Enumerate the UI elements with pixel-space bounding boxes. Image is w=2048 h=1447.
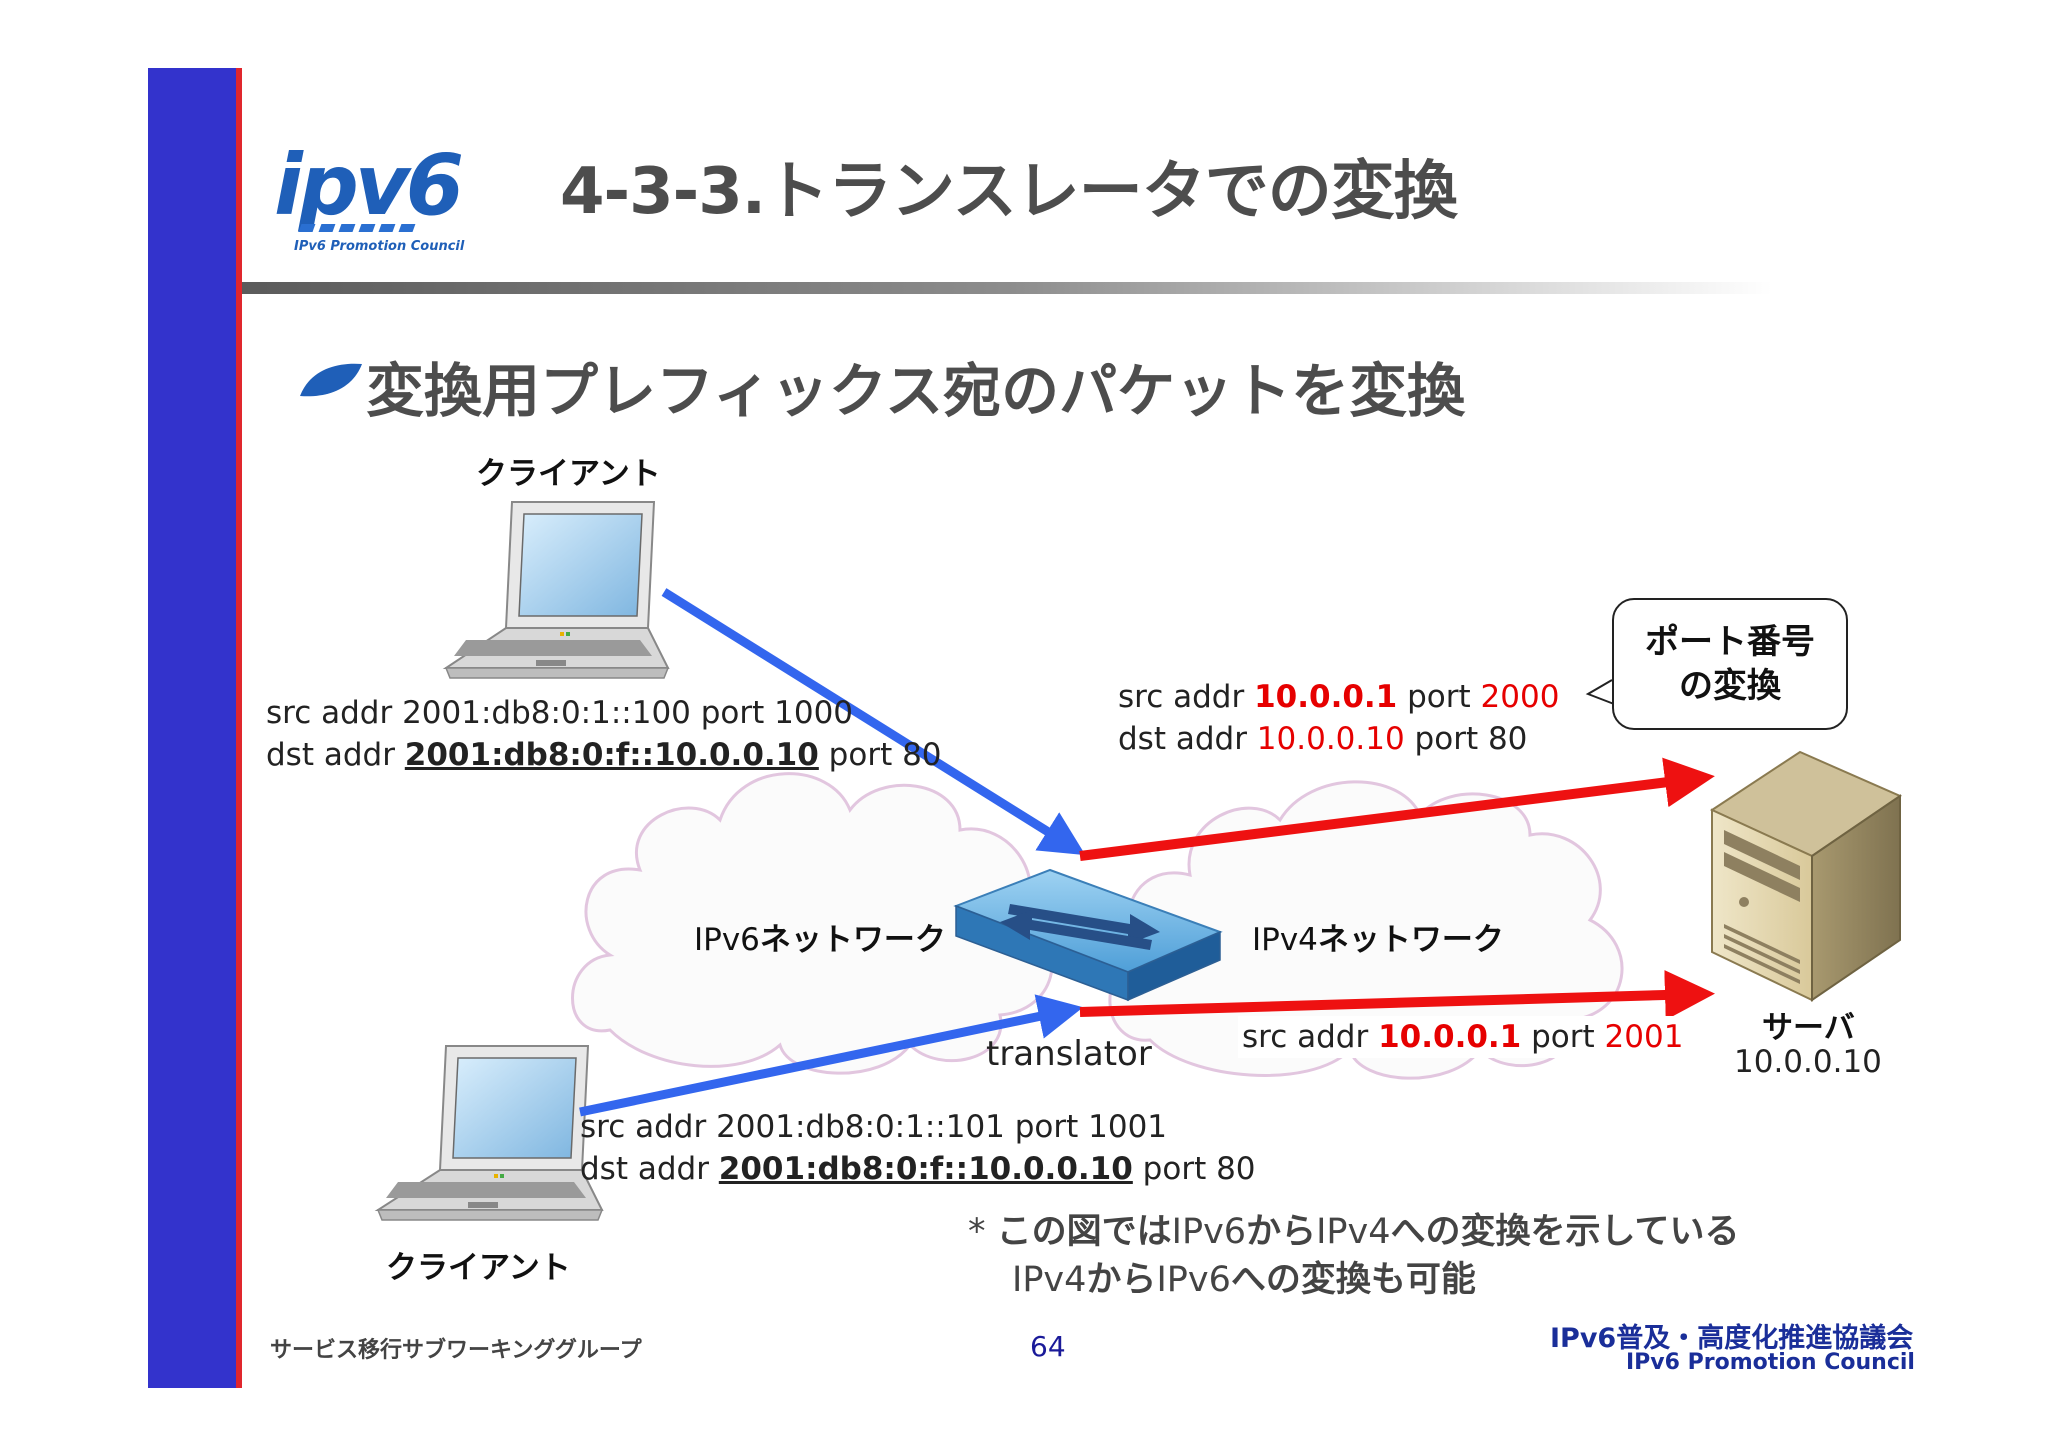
footer-org-japanese: IPv6普及・高度化推進協議会 [1550,1323,1914,1354]
note-fragment: IPv4 [1316,1212,1391,1252]
port-conversion-callout-text: ポート番号 の変換 [1612,620,1848,708]
slide-heading: 変換用プレフィックス宛のパケットを変換 [366,357,1466,425]
src-address: 10.0.0.1 [1254,679,1398,715]
arrow-translator-to-server-bottom [1079,970,1715,1021]
src-address: 10.0.0.1 [1378,1019,1522,1055]
note-fragment: IPv6 [1156,1260,1231,1300]
src-port-word: port [1521,1019,1605,1055]
packet-top-ipv6: src addr 2001:db8:0:1::100 port 1000 dst… [266,692,942,776]
ipv6-network-label: IPv6ネットワーク [694,914,946,959]
arrow-top-client-to-translator [661,588,1086,856]
packet-top-ipv6-src: src addr 2001:db8:0:1::100 port 1000 [266,692,942,734]
server-label: サーバ [1762,1010,1855,1046]
client-laptop-bottom [374,1045,604,1221]
dst-address: 2001:db8:0:f::10.0.0.10 [404,737,819,773]
note-fragment: IPv6 [1171,1212,1247,1252]
logo-subtitle: IPv6 Promotion Council [294,239,465,254]
ipv4-network-label-prefix: IPv4 [1252,922,1318,958]
dst-address: 2001:db8:0:f::10.0.0.10 [718,1151,1133,1187]
ipv6-network-label-suffix: ネットワーク [759,922,946,958]
dst-port: port 80 [1404,721,1528,757]
note-fragment: への変換も可能 [1230,1260,1476,1300]
packet-bottom-ipv6: src addr 2001:db8:0:1::101 port 1001 dst… [580,1106,1256,1190]
ipv4-network-label: IPv4ネットワーク [1252,914,1504,959]
ipv6-logo-icon: ipv6 IPv6 Promotion Council [274,136,466,254]
client-laptop-top [442,501,670,679]
src-prefix: src addr [1118,679,1255,715]
leaf-bullet-icon [300,363,362,397]
arrow-translator-to-server-top [1079,757,1715,861]
ipv6-logo: ipv6 IPv6 Promotion Council [272,136,532,260]
callout-line1: ポート番号 [1645,622,1815,662]
note-fragment: この図では [996,1212,1172,1252]
callout-line2: の変換 [1679,666,1781,706]
server-icon [1709,750,1903,1002]
src-port: 2001 [1604,1019,1684,1055]
packet-bottom-ipv4: src addr 10.0.0.1 port 2001 [1238,1016,1688,1058]
src-prefix: src addr [580,1109,717,1145]
packet-bottom-ipv6-dst: dst addr 2001:db8:0:f::10.0.0.10 port 80 [580,1148,1256,1190]
sidebar-red-stripe [236,68,242,1388]
packet-bottom-ipv6-src: src addr 2001:db8:0:1::101 port 1001 [580,1106,1256,1148]
src-address: 2001:db8:0:1::100 [402,695,691,731]
dst-port: port 80 [1132,1151,1256,1187]
port-conversion-callout [1612,598,1848,730]
dst-port: port 80 [818,737,942,773]
note-fragment: への変換を示している [1390,1212,1740,1252]
note-fragment: から [1086,1260,1157,1300]
src-address: 2001:db8:0:1::101 [716,1109,1005,1145]
footer-working-group: サービス移行サブワーキンググループ [270,1338,642,1363]
note-fragment: IPv4 [1012,1260,1087,1300]
ipv6-network-label-prefix: IPv6 [694,922,760,958]
dst-address: 10.0.0.10 [1256,721,1405,757]
footer-org-english: IPv6 Promotion Council [1626,1350,1915,1375]
ipv6-network-cloud [571,772,1054,1075]
client-top-label: クライアント [476,456,661,492]
client-bottom-label: クライアント [386,1250,571,1286]
translator-label: translator [986,1034,1152,1074]
packet-top-ipv4-dst: dst addr 10.0.0.10 port 80 [1118,718,1559,760]
ipv4-network-label-suffix: ネットワーク [1317,922,1504,958]
logo-wordmark: ipv6 [274,140,462,234]
dst-prefix: dst addr [266,737,405,773]
packet-top-ipv4: src addr 10.0.0.1 port 2000 dst addr 10.… [1118,676,1559,760]
footnote-line1: * この図ではIPv6からIPv4への変換を示している [968,1208,1739,1256]
note-fragment: から [1246,1212,1317,1252]
page-number: 64 [1030,1330,1066,1363]
src-prefix: src addr [266,695,403,731]
packet-top-ipv4-src: src addr 10.0.0.1 port 2000 [1118,676,1559,718]
title-divider [242,282,1772,294]
server-address: 10.0.0.10 [1734,1044,1882,1080]
src-port: port 1001 [1004,1109,1168,1145]
footnote: * この図ではIPv6からIPv4への変換を示している IPv4からIPv6への… [968,1208,1739,1304]
dst-prefix: dst addr [1118,721,1257,757]
src-port-word: port [1397,679,1481,715]
src-port: port 1000 [690,695,854,731]
translator-device [953,868,1223,1002]
packet-bottom-ipv4-src: src addr 10.0.0.1 port 2001 [1242,1016,1683,1058]
arrow-bottom-client-to-translator [579,994,1084,1117]
src-port: 2000 [1480,679,1560,715]
sidebar-band [148,68,240,1388]
packet-top-ipv6-dst: dst addr 2001:db8:0:f::10.0.0.10 port 80 [266,734,942,776]
footnote-asterisk: * [968,1212,997,1252]
dst-prefix: dst addr [580,1151,719,1187]
slide-title: 4-3-3.トランスレータでの変換 [560,155,1458,229]
src-prefix: src addr [1242,1019,1379,1055]
footnote-line2: IPv4からIPv6への変換も可能 [968,1256,1739,1304]
